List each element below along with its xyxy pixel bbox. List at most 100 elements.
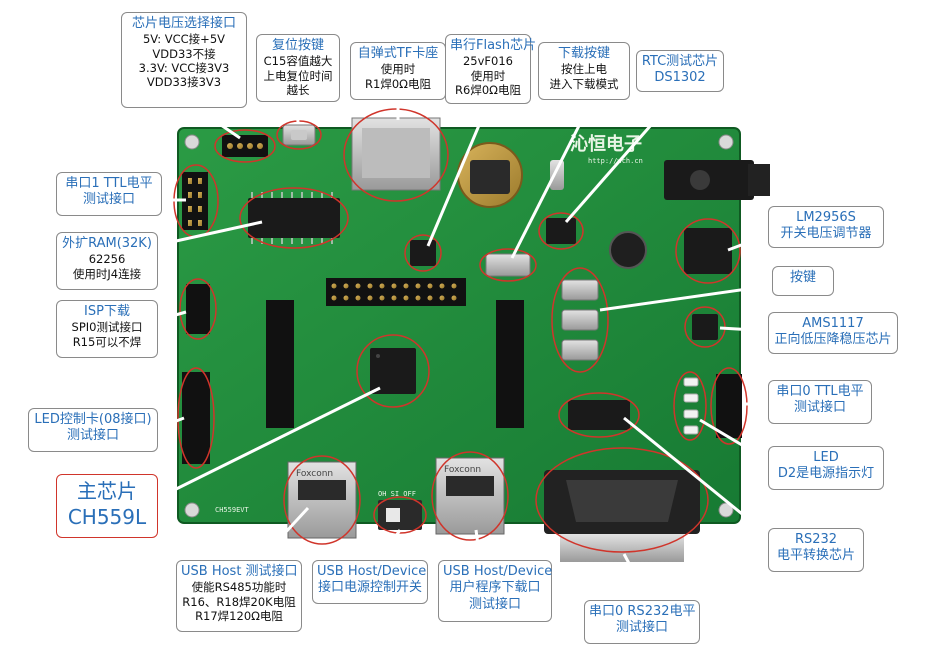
callout-line: 使用时 (470, 68, 506, 83)
callout-title: USB Host/Device (317, 564, 427, 579)
callout-rs232: RS232 电平转换芯片 (768, 528, 864, 572)
switch-silk: OH SI OFF (378, 490, 416, 498)
callout-title: 按键 (789, 270, 816, 285)
callout-line: 测试接口 (66, 428, 119, 444)
right-vertical-header (496, 300, 524, 428)
callout-line: 上电复位时间 (263, 68, 333, 83)
callout-line: VDD33不接 (152, 46, 216, 61)
lm2956s-part (684, 228, 732, 274)
callout-download-button: 下载按键 按住上电 进入下载模式 (538, 42, 630, 100)
voltage-select-header (222, 135, 268, 157)
callout-title: 串口1 TTL电平 (65, 176, 153, 191)
rtc-chip-part (546, 218, 576, 244)
key-buttons-part (561, 279, 599, 361)
callout-title: 下载按键 (557, 46, 610, 61)
board-brand: 沁恒电子 (570, 133, 642, 155)
highlight-rings (173, 108, 748, 553)
callout-line: 用户程序下载口 (449, 580, 541, 596)
callout-usb-host-device: USB Host/Device 用户程序下载口 测试接口 (438, 560, 552, 622)
board-website: http://wch.cn (588, 157, 643, 165)
callout-led: LED D2是电源指示灯 (768, 446, 884, 490)
callout-line: R1焊0Ω电阻 (365, 76, 431, 91)
callout-usb-power-switch: USB Host/Device 接口电源控制开关 (312, 560, 428, 604)
usb-brand-left: Foxconn (296, 469, 333, 479)
callout-uart1-ttl: 串口1 TTL电平 测试接口 (56, 172, 162, 216)
rs232-chip-part (568, 400, 630, 430)
callout-line: 测试接口 (793, 400, 846, 416)
callout-title: 串口0 RS232电平 (589, 604, 696, 619)
dc-power-jack (664, 160, 770, 200)
callout-line: 测试接口 (615, 620, 668, 636)
mounting-holes (184, 134, 734, 518)
callout-usb-host-test: USB Host 测试接口 使能RS485功能时 R16、R18焊20K电阻 R… (176, 560, 302, 632)
callout-rtc-chip: RTC测试芯片 DS1302 (636, 50, 724, 92)
usb-power-switch-part: OH SI OFF (378, 490, 422, 530)
callout-line: R6焊0Ω电阻 (455, 83, 521, 97)
left-vertical-header (266, 300, 294, 428)
callout-title: RTC测试芯片 (641, 54, 719, 69)
callout-line: R17焊120Ω电阻 (195, 609, 283, 623)
usb-brand-right: Foxconn (444, 465, 481, 475)
crystal-part (550, 160, 564, 190)
callout-line: 电平转换芯片 (776, 548, 855, 564)
uart1-header (182, 172, 208, 230)
tf-card-part (351, 117, 441, 191)
callout-title: LED控制卡(08接口) (34, 412, 152, 427)
callout-line: 正向低压降稳压芯片 (774, 332, 892, 348)
isp-header (186, 284, 210, 334)
callout-title: 外扩RAM(32K) (62, 236, 152, 251)
callout-line: 3.3V: VCC接3V3 (138, 61, 230, 75)
ams1117-part (692, 314, 718, 340)
callout-title: RS232 (794, 532, 838, 547)
callout-title: USB Host/Device (443, 564, 553, 579)
callout-title: USB Host 测试接口 (181, 564, 298, 579)
callout-ams1117: AMS1117 正向低压降稳压芯片 (768, 312, 898, 354)
callout-title: LED (813, 450, 839, 465)
callout-serial-flash: 串行Flash芯片 25vF016 使用时 R6焊0Ω电阻 (445, 34, 536, 104)
callout-title: 自弹式TF卡座 (357, 46, 439, 61)
db9-connector-part (544, 470, 700, 562)
inductor-part (609, 231, 647, 269)
callout-external-ram: 外扩RAM(32K) 62256 使用时J4连接 (56, 232, 158, 290)
callout-tf-card-socket: 自弹式TF卡座 使用时 R1焊0Ω电阻 (350, 42, 446, 100)
callout-title: 复位按键 (271, 38, 324, 53)
callout-line: 使能RS485功能时 (191, 580, 287, 595)
usb-port-left: Foxconn (287, 461, 357, 539)
callout-line: C15容值越大 (263, 54, 333, 69)
top-long-header (326, 278, 466, 306)
callout-title: 主芯片 (77, 479, 137, 503)
callout-line: 开关电压调节器 (780, 226, 872, 242)
callout-lm2956s: LM2956S 开关电压调节器 (768, 206, 884, 248)
uart0-ttl-header (716, 374, 742, 438)
leader-lines (157, 91, 797, 585)
led-card-header (182, 372, 210, 464)
callout-main-chip: 主芯片 CH559L (56, 474, 158, 538)
callout-line: 使用时 (380, 62, 416, 77)
callout-line: 62256 (88, 252, 126, 267)
callout-line: R16、R18焊20K电阻 (182, 594, 296, 609)
callout-line: 25vF016 (462, 54, 513, 69)
callout-line: 测试接口 (468, 596, 521, 612)
callout-line: 接口电源控制开关 (317, 580, 422, 596)
callout-uart0-rs232: 串口0 RS232电平 测试接口 (584, 600, 700, 644)
callout-line: 使用时J4连接 (72, 266, 142, 281)
callout-led-card-test: LED控制卡(08接口) 测试接口 (28, 408, 158, 452)
download-button-part (485, 253, 531, 277)
callout-line: 越长 (286, 83, 310, 97)
callout-isp-download: ISP下载 SPI0测试接口 R15可以不焊 (56, 300, 158, 358)
callout-title: 芯片电压选择接口 (131, 16, 236, 31)
callout-line: 测试接口 (82, 192, 135, 208)
callout-chip-voltage-select: 芯片电压选择接口 5V: VCC接+5V VDD33不接 3.3V: VCC接3… (121, 12, 247, 108)
callout-line: 进入下载模式 (549, 76, 619, 91)
callout-title: AMS1117 (802, 316, 864, 331)
ch559l-chip-part (370, 348, 416, 394)
callout-reset-button: 复位按键 C15容值越大 上电复位时间 越长 (256, 34, 340, 102)
callout-title: LM2956S (796, 210, 856, 225)
callout-line: VDD33接3V3 (146, 75, 222, 90)
board-model: CH559EVT (215, 506, 250, 514)
callout-line: 按住上电 (561, 62, 607, 77)
ram-chip-part (248, 192, 340, 244)
callout-line: DS1302 (654, 70, 706, 86)
coin-battery-holder (457, 142, 523, 208)
